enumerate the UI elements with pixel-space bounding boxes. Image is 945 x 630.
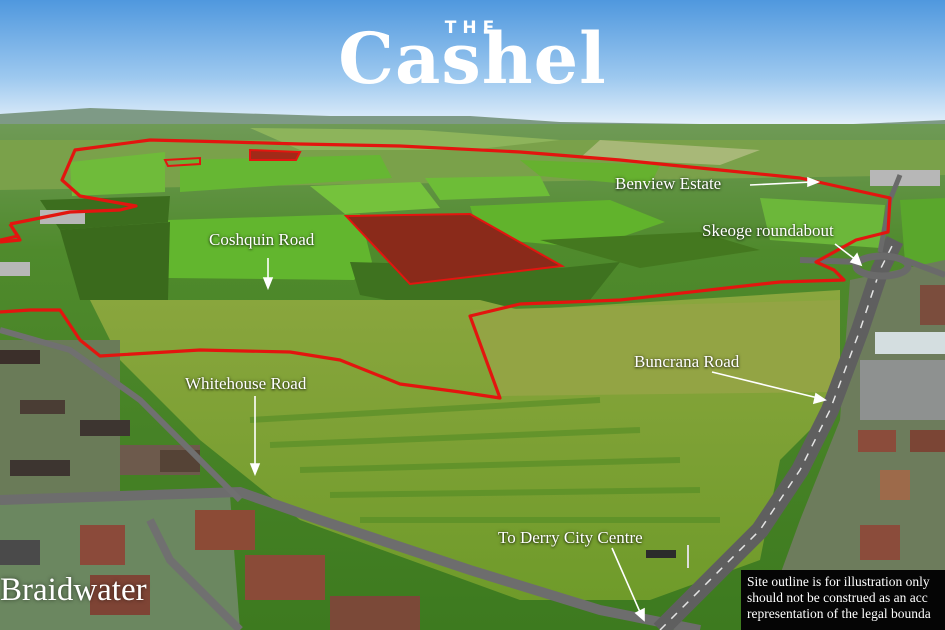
- woodland-parcel: [343, 212, 566, 286]
- label-braidwater: Braidwater: [0, 572, 147, 608]
- brand-prefix: THE: [444, 18, 501, 38]
- field-coshquin: [168, 214, 372, 280]
- disclaimer-line: representation of the legal bounda: [747, 606, 931, 621]
- label-skeoge-roundabout: Skeoge roundabout: [702, 221, 834, 240]
- buncrana-road: [653, 235, 904, 630]
- housing-east: [760, 260, 945, 630]
- field: [70, 152, 165, 196]
- field: [520, 160, 660, 186]
- field: [180, 155, 392, 192]
- label-whitehouse-road: Whitehouse Road: [185, 374, 307, 393]
- side-road: [0, 327, 243, 503]
- disclaimer-line: should not be construed as an acc: [747, 590, 928, 605]
- field: [425, 176, 550, 200]
- label-coshquin-road: Coshquin Road: [209, 230, 315, 249]
- label-to-derry-city-centre: To Derry City Centre: [498, 528, 643, 547]
- label-buncrana-road: Buncrana Road: [634, 352, 740, 371]
- housing-braidwater: [0, 495, 420, 630]
- skeoge-roundabout-shape: [852, 252, 912, 280]
- field: [760, 198, 885, 248]
- field: [310, 182, 440, 214]
- disclaimer-box: Site outline is for illustration only sh…: [741, 570, 945, 630]
- label-benview-estate: Benview Estate: [615, 174, 722, 193]
- sky: [0, 0, 945, 128]
- whitehouse-road: [0, 486, 701, 630]
- disclaimer-line: Site outline is for illustration only: [747, 574, 930, 589]
- field: [470, 200, 665, 248]
- brand-logo: Cashel: [338, 17, 607, 100]
